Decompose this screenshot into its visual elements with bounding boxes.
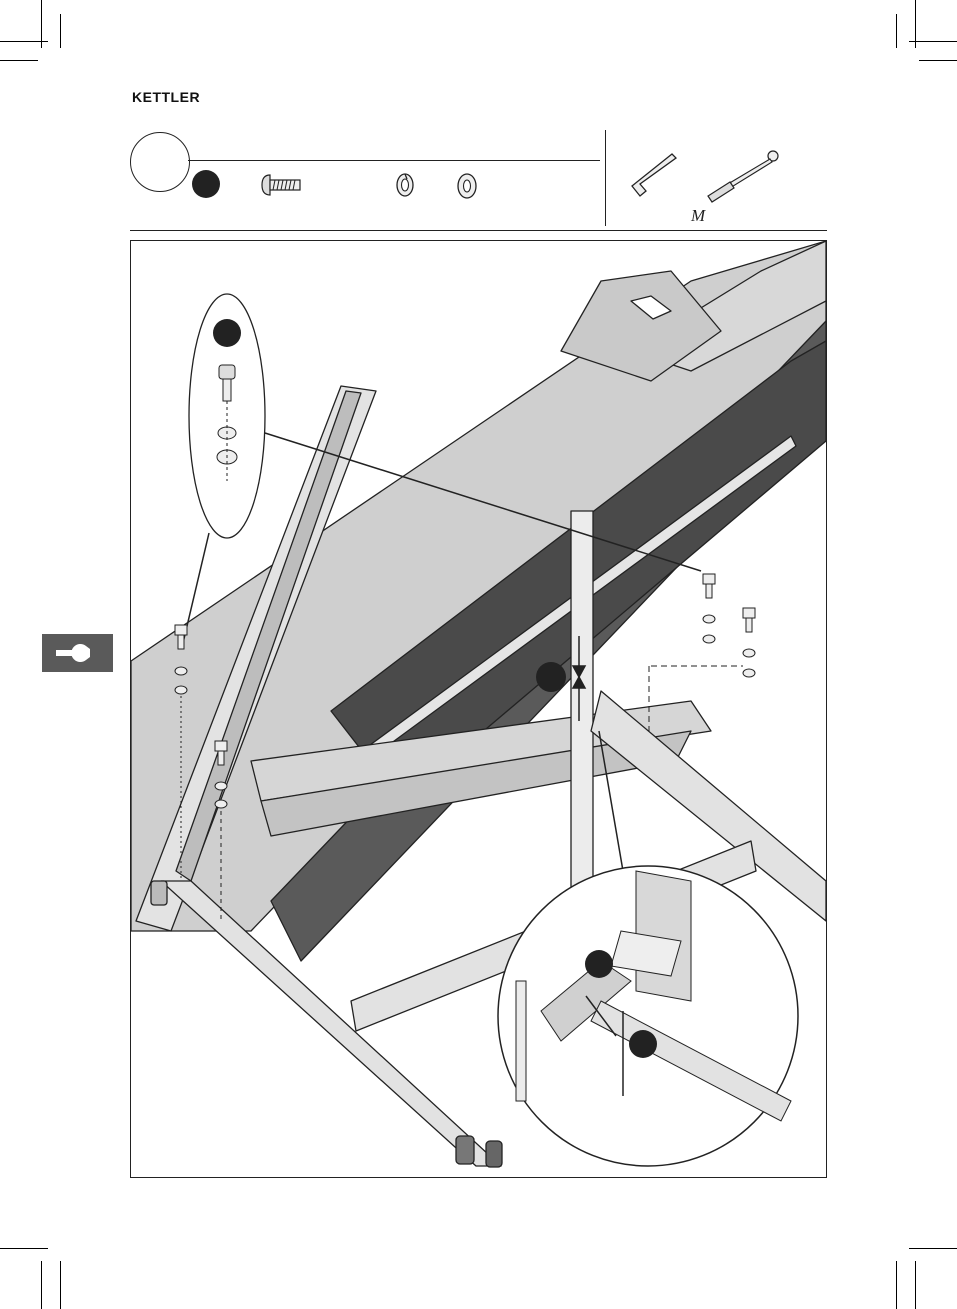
- step-header: M⃗: [130, 130, 827, 232]
- lock-washer-icon: [394, 172, 416, 198]
- crop-mark: [0, 1248, 48, 1249]
- crop-mark: [60, 14, 61, 48]
- tools-divider: [605, 130, 606, 226]
- parts-bag-marker: [192, 170, 220, 198]
- crop-mark: [909, 41, 957, 42]
- crop-mark: [41, 1261, 42, 1309]
- assembly-section-tab: [42, 634, 113, 672]
- crop-mark: [0, 60, 38, 61]
- brand-logo: KETTLER: [132, 89, 200, 105]
- crop-mark: [915, 0, 916, 48]
- connector-detail-callout: [498, 866, 798, 1166]
- allen-key-icon: [618, 150, 678, 202]
- assembly-illustration: [130, 240, 827, 1178]
- flat-washer-icon: [455, 172, 479, 200]
- tool-symbol: M⃗: [691, 206, 718, 226]
- header-bottom-rule: [130, 230, 827, 231]
- crop-mark: [896, 1261, 897, 1309]
- bolt-icon: [260, 174, 304, 196]
- wrench-icon: [52, 641, 104, 665]
- crop-mark: [896, 14, 897, 48]
- screwdriver-icon: [700, 148, 780, 204]
- crop-mark: [919, 60, 957, 61]
- crop-mark: [909, 1248, 957, 1249]
- header-rule: [188, 160, 600, 161]
- treadmill-drawing: [131, 241, 826, 1177]
- crop-mark: [915, 1261, 916, 1309]
- crop-mark: [60, 1261, 61, 1309]
- crop-mark: [41, 0, 42, 48]
- step-number-circle: [130, 132, 190, 192]
